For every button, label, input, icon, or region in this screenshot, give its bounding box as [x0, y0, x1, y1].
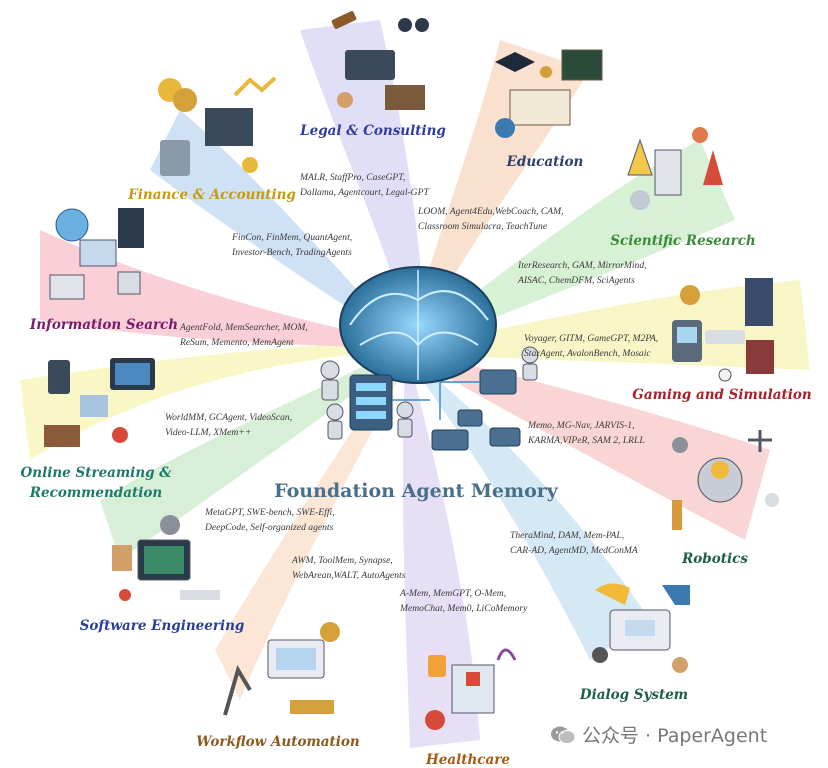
watermark: 公众号 · PaperAgent [550, 721, 767, 748]
legal-examples: MALR, StaffPro, CaseGPT,Dallama, Agentco… [299, 172, 429, 198]
robotics-label: Robotics [681, 551, 748, 567]
robotics-examples: Memo, MG-Nav, JARVIS-1,KARMA,VIPeR, SAM … [527, 420, 645, 446]
robot-left-top [320, 360, 340, 380]
domain-illustrations [44, 11, 779, 730]
legal-illustration [331, 11, 429, 110]
education-illustration [495, 49, 603, 138]
robot-left-bottom [326, 403, 344, 421]
healthcare-label: Healthcare [425, 752, 510, 768]
domain-labels: Legal & Consulting Education Scientific … [21, 123, 812, 768]
robot-right-top [521, 346, 539, 364]
server-block-small [457, 409, 483, 427]
software-label: Software Engineering [80, 618, 245, 634]
gaming-illustration [672, 278, 774, 382]
dialog-illustration [592, 583, 690, 673]
legal-label: Legal & Consulting [299, 123, 446, 139]
science-examples: IterResearch, GAM, MirrorMind,AISAC, Che… [517, 260, 647, 286]
education-label: Education [506, 154, 584, 170]
watermark-text: 公众号 · PaperAgent [582, 725, 768, 747]
petal-healthcare [402, 370, 480, 748]
streaming-illustration [44, 358, 155, 447]
finance-examples: FinCon, FinMem, QuantAgent,Investor-Benc… [231, 232, 352, 258]
robotics-illustration [672, 430, 779, 530]
petal-robotics [425, 355, 770, 540]
petal-search [40, 230, 396, 348]
server-block-bottom [431, 429, 469, 451]
software-illustration [112, 515, 220, 601]
petal-dialog [415, 365, 650, 660]
examples: MALR, StaffPro, CaseGPT,Dallama, Agentco… [165, 172, 658, 614]
wechat-icon [551, 726, 576, 744]
healthcare-illustration [425, 648, 517, 730]
petal-gaming [425, 280, 810, 370]
dialog-label: Dialog System [579, 687, 688, 703]
dialog-examples: TheraMind, DAM, Mem-PAL,CAR-AD, AgentMD,… [510, 530, 638, 556]
streaming-label-line2: Recommendation [29, 485, 162, 501]
server-block-right [479, 369, 517, 395]
software-examples: MetaGPT, SWE-bench, SWE-Effi,DeepCode, S… [204, 507, 335, 533]
streaming-label: Online Streaming & [21, 465, 173, 481]
search-illustration [49, 208, 144, 300]
finance-illustration [158, 76, 277, 176]
center-illustration [320, 266, 539, 451]
workflow-illustration [223, 622, 340, 716]
gaming-label: Gaming and Simulation [632, 387, 811, 403]
petal-finance [150, 110, 400, 342]
petal-software [100, 350, 398, 560]
finance-label: Finance & Accounting [127, 187, 296, 203]
center-title: Foundation Agent Memory [274, 480, 559, 502]
science-label: Scientific Research [610, 233, 756, 249]
workflow-examples: AWM, ToolMem, Synapse,WebArean,WALT, Aut… [291, 555, 406, 581]
science-illustration [627, 127, 723, 210]
streaming-examples: WorldMM, GCAgent, VideoScan,Video-LLM, X… [165, 412, 292, 438]
robot-right [396, 401, 414, 419]
healthcare-examples: A-Mem, MemGPT, O-Mem,MemoChat, Mem0, LiC… [399, 588, 528, 614]
gaming-examples: Voyager, GITM, GameGPT, M2PA,StarAgent, … [524, 333, 658, 359]
petal-workflow [215, 360, 405, 700]
search-label: Information Search [29, 317, 178, 333]
education-examples: LOOM, Agent4Edu,WebCoach, CAM,Classroom … [417, 206, 564, 232]
workflow-label: Workflow Automation [196, 734, 359, 750]
search-examples: AgentFold, MemSearcher, MOM,ReSum, Memen… [179, 322, 308, 348]
